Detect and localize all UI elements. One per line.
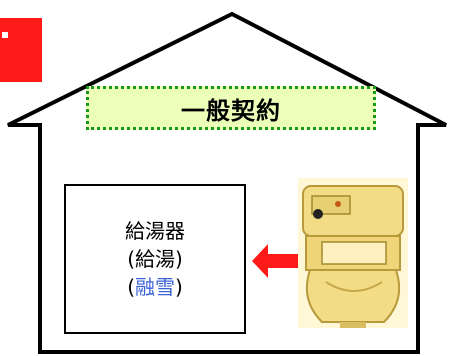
contract-label: 一般契約 (181, 96, 281, 125)
snow-melting-use: (融雪) (127, 273, 183, 301)
paren-open: ( (127, 275, 135, 299)
arrow-left-icon (252, 244, 298, 278)
gas-meter-icon (298, 178, 408, 328)
contract-label-box: 一般契約 (86, 86, 376, 130)
paren-close: ) (175, 275, 183, 299)
hot-water-use: (給湯) (127, 247, 183, 271)
snow-melting-label: 融雪 (135, 275, 175, 299)
corner-tag-icon (0, 18, 42, 82)
water-heater-box: 給湯器 (給湯) (融雪) (64, 184, 246, 334)
appliance-name: 給湯器 (125, 219, 185, 243)
